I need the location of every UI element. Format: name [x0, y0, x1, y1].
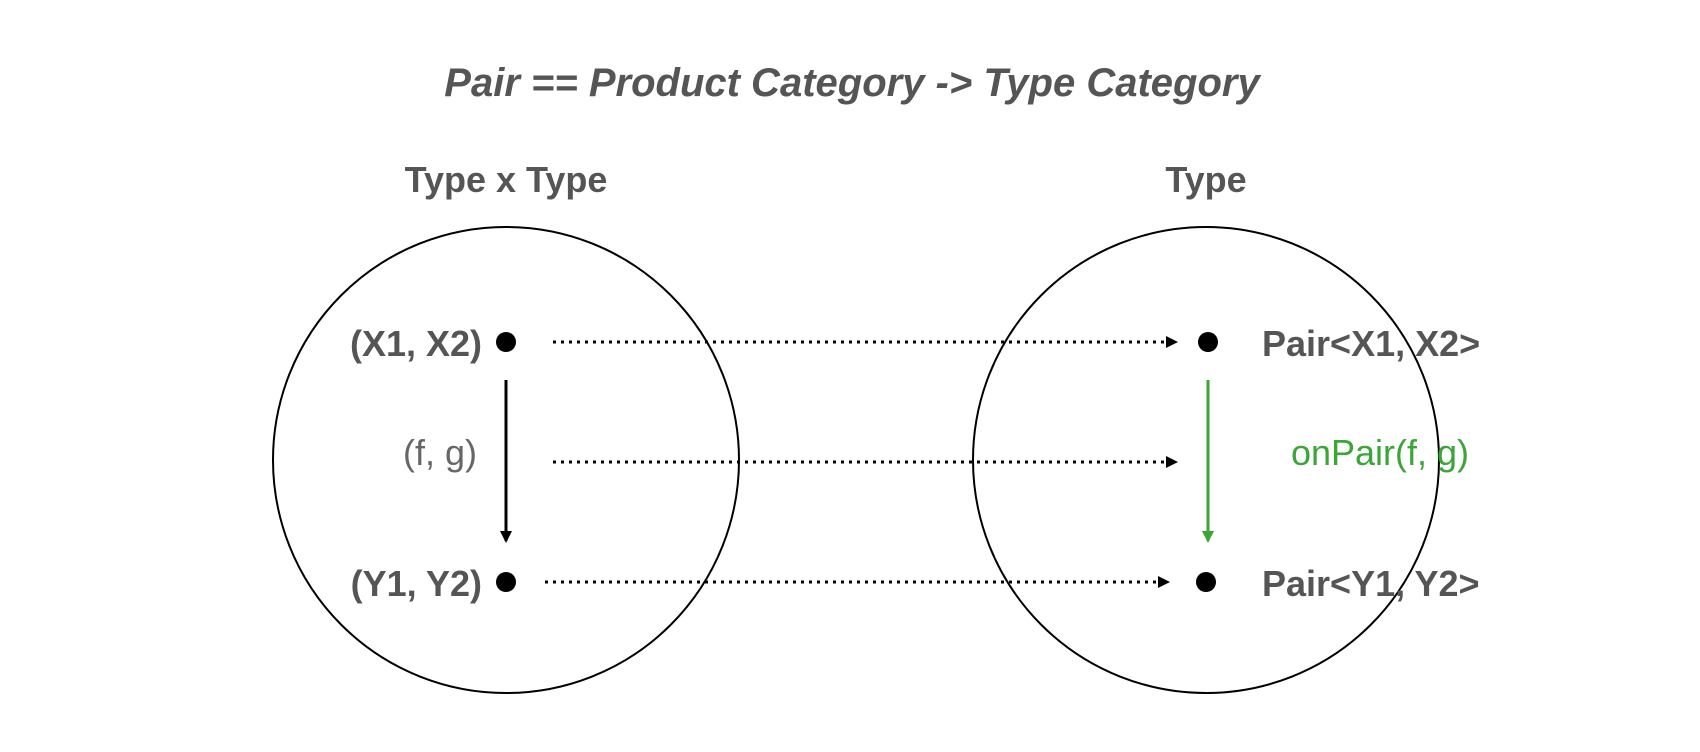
- diagram-title: Pair == Product Category -> Type Categor…: [444, 61, 1261, 105]
- target-category-label: Type: [1165, 159, 1246, 200]
- source-top-object-label: (X1, X2): [350, 323, 482, 364]
- source-bottom-object-dot: [496, 572, 516, 592]
- target-top-object-label: Pair<X1, X2>: [1262, 323, 1480, 364]
- source-morphism-label: (f, g): [403, 432, 477, 473]
- target-bottom-object-label: Pair<Y1, Y2>: [1262, 563, 1480, 604]
- target-morphism-label: onPair(f, g): [1291, 432, 1469, 473]
- source-bottom-object-label: (Y1, Y2): [351, 563, 482, 604]
- source-top-object-dot: [496, 332, 516, 352]
- target-bottom-object-dot: [1196, 572, 1216, 592]
- source-category-label: Type x Type: [405, 159, 608, 200]
- source-category-circle: [272, 226, 740, 694]
- target-top-object-dot: [1198, 332, 1218, 352]
- target-category-circle: [972, 226, 1440, 694]
